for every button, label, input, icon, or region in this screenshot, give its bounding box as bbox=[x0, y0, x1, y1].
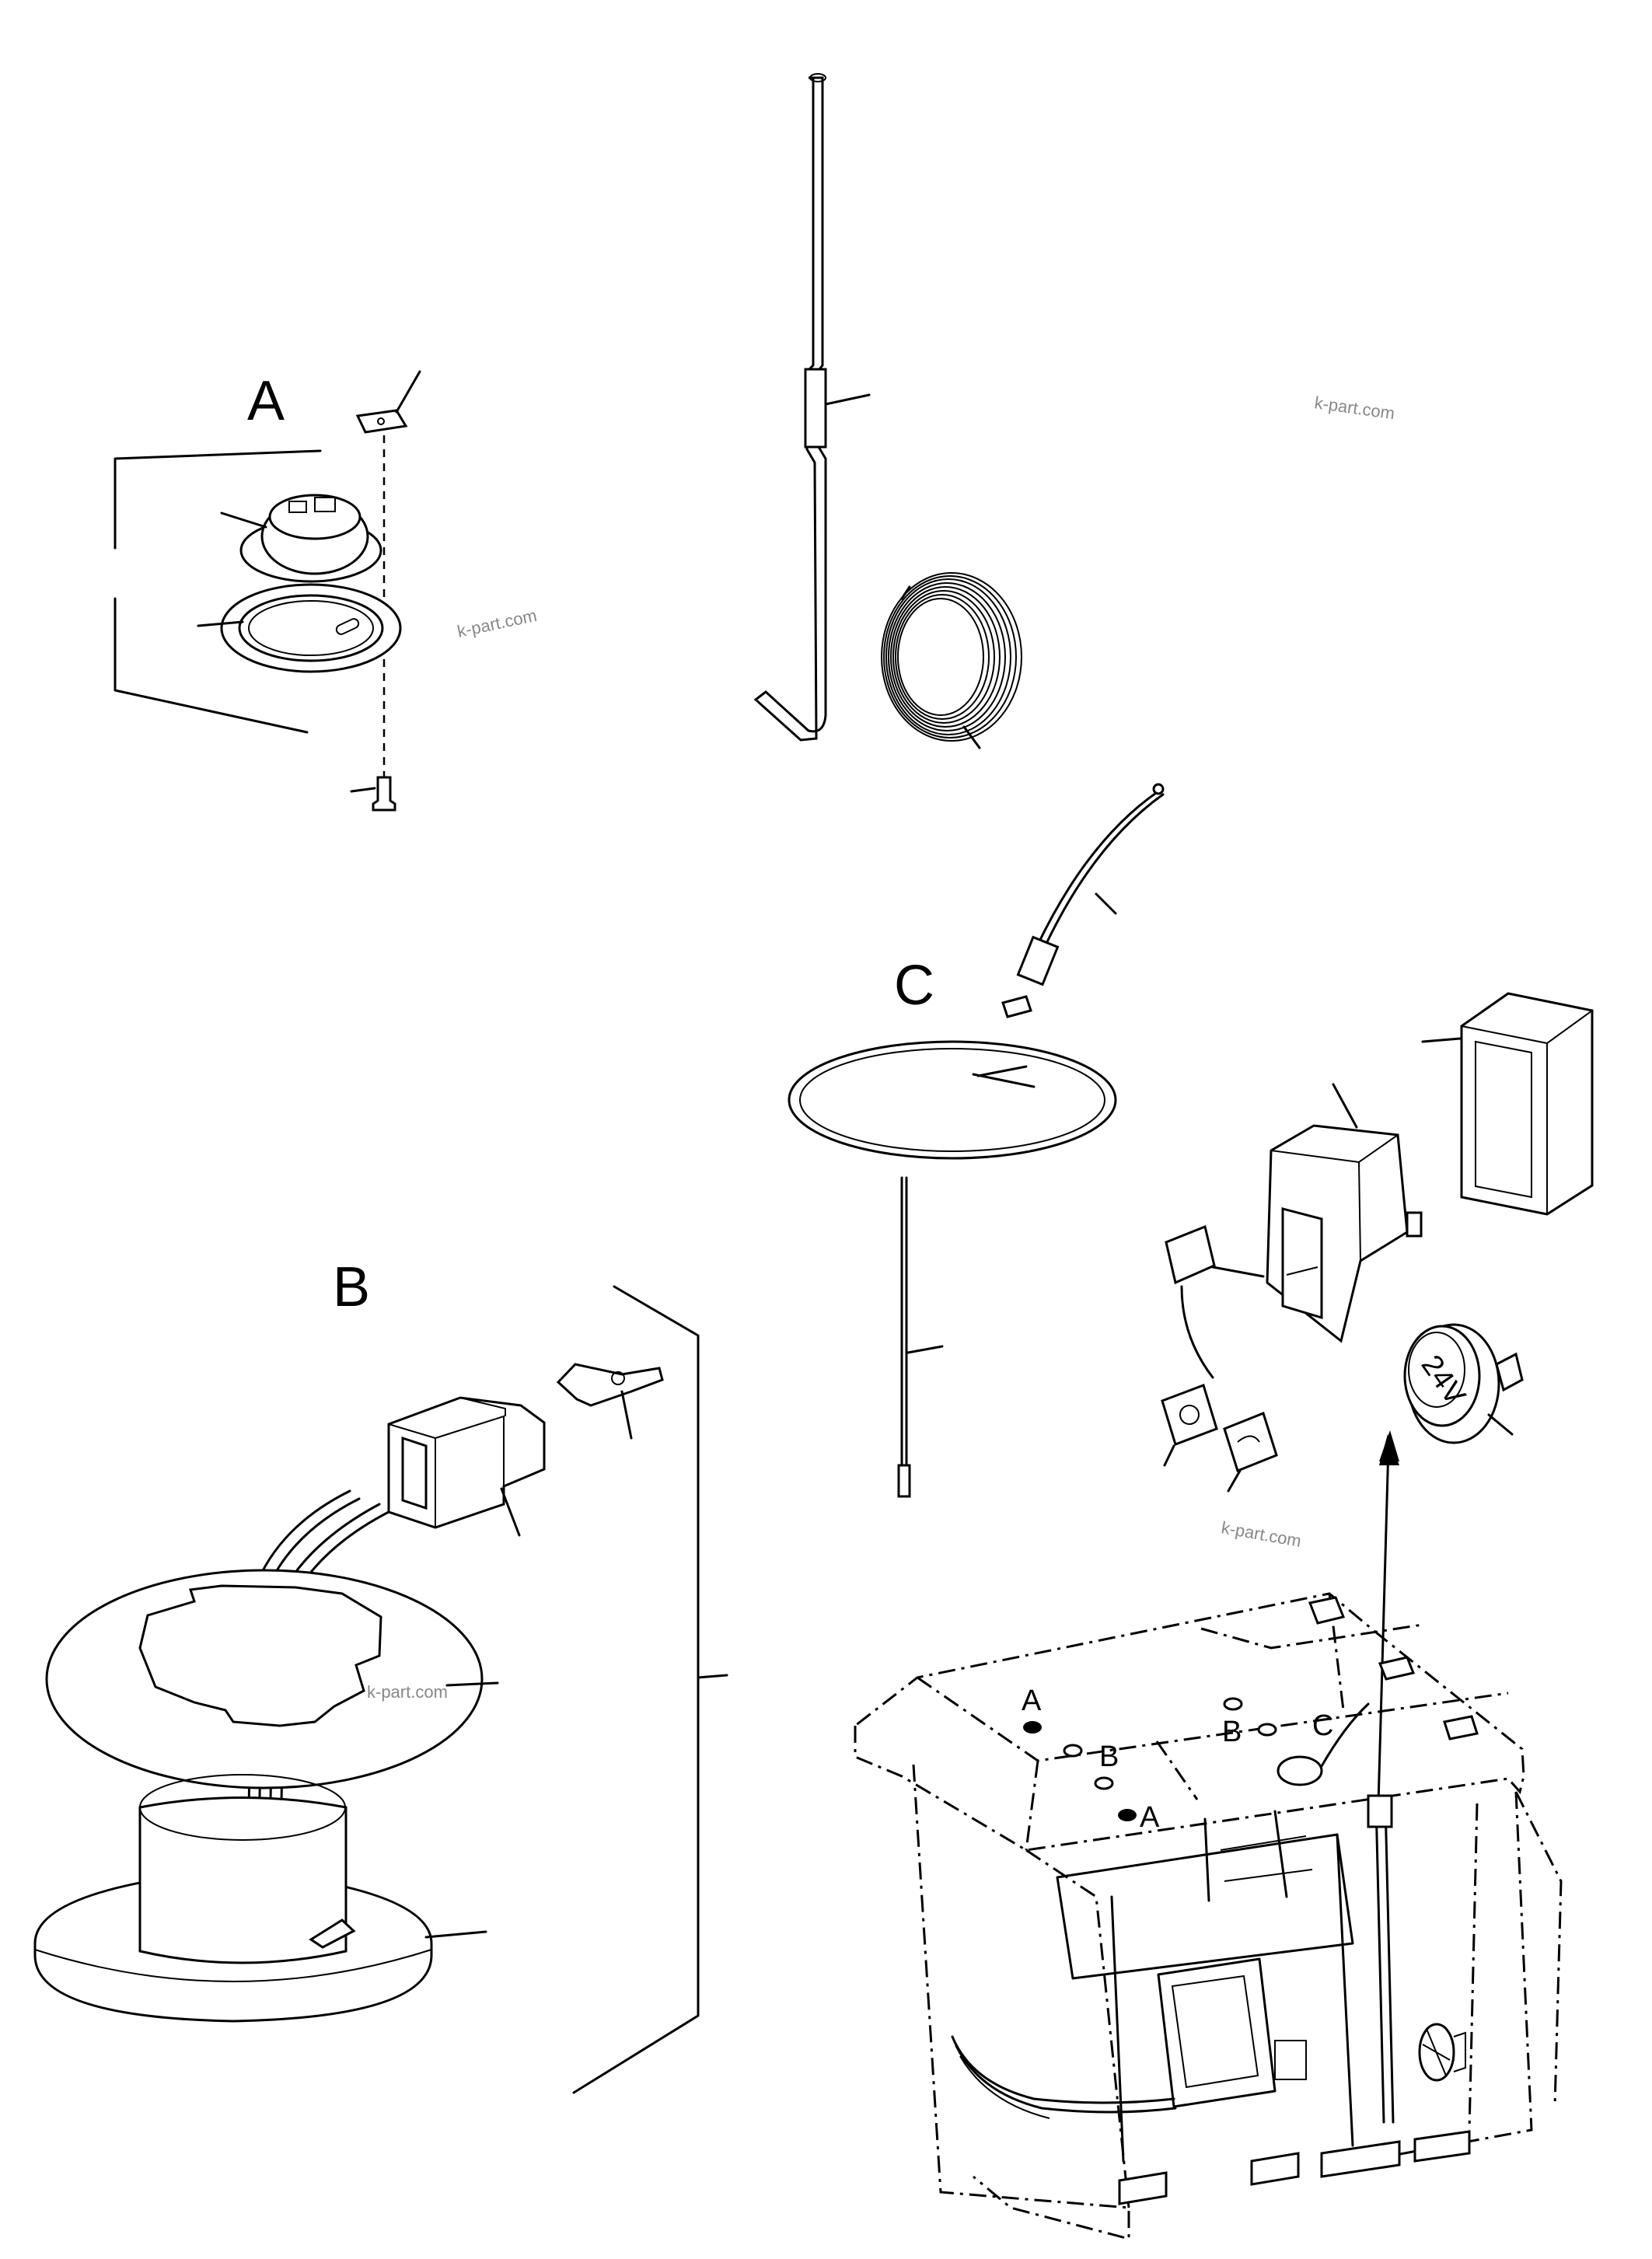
antenna-cable-coil bbox=[881, 572, 1022, 742]
leader-lens bbox=[1211, 1266, 1265, 1278]
marker-dot-b-left-1 bbox=[1063, 1744, 1083, 1758]
group-a-bracket bbox=[114, 449, 322, 734]
leader-grommet-plate bbox=[445, 1681, 499, 1687]
cab-console bbox=[1157, 1957, 1277, 2108]
cab-marker-b-left: B bbox=[1099, 1741, 1119, 1773]
symbol-tab-beam bbox=[1223, 1412, 1278, 1472]
leader-symbol-2 bbox=[1227, 1469, 1242, 1493]
ring-cable bbox=[788, 1040, 1117, 1160]
leader-connector bbox=[500, 1487, 521, 1537]
cab-rod bbox=[1374, 1802, 1395, 2124]
group-b-label: B bbox=[333, 1256, 370, 1318]
grommet-plate-cutout bbox=[138, 1584, 382, 1727]
watermark-3: k-part.com bbox=[1220, 1517, 1303, 1551]
cab-front-wall bbox=[912, 1764, 1130, 2240]
cab-foot-3 bbox=[1320, 2140, 1401, 2178]
leader-grommet-cup bbox=[424, 1930, 487, 1939]
marker-dot-b-left-2 bbox=[1094, 1776, 1114, 1790]
grommet-cup bbox=[138, 1796, 348, 1964]
cab-foot-2 bbox=[1250, 2152, 1300, 2186]
leader-ring-cable bbox=[972, 1073, 1036, 1088]
leader-whip bbox=[1095, 892, 1117, 915]
leader-switch bbox=[1332, 1083, 1358, 1129]
leader-bezel bbox=[1421, 1037, 1462, 1043]
leader-antenna-rod bbox=[824, 393, 871, 406]
marker-ring-c bbox=[1277, 1755, 1323, 1786]
speaker-terminal bbox=[288, 501, 307, 513]
marker-dot-a-front bbox=[1118, 1809, 1137, 1821]
connector-terminal bbox=[556, 1363, 664, 1407]
cab-marker-c: C bbox=[1312, 1709, 1333, 1742]
group-a-label: A bbox=[247, 370, 285, 432]
leader-symbol-1 bbox=[1163, 1444, 1175, 1467]
cab-frame-upper bbox=[1056, 1833, 1354, 1980]
marker-dot-a-top bbox=[1023, 1721, 1042, 1734]
cab-assembly: A B B A C bbox=[854, 1592, 1563, 2240]
cab-foot-1 bbox=[1118, 2171, 1168, 2205]
marker-dot-b-right-2 bbox=[1257, 1723, 1277, 1737]
watermark-2: k-part.com bbox=[1313, 393, 1395, 423]
group-b-bracket bbox=[572, 1285, 700, 2094]
watermark-4: k-part.com bbox=[367, 1682, 448, 1702]
roof-hatch-2 bbox=[1378, 1656, 1416, 1681]
cab-harness bbox=[951, 2035, 1175, 2104]
cab-marker-b-right: B bbox=[1222, 1716, 1242, 1748]
location-arrow bbox=[1377, 1444, 1390, 1805]
speaker-cap bbox=[268, 494, 361, 540]
antenna-rod-assembly: k-part.com bbox=[753, 73, 1396, 749]
cab-foot-4 bbox=[1413, 2130, 1471, 2163]
cab-panel bbox=[1274, 2040, 1307, 2080]
switch-terminal bbox=[1406, 1211, 1423, 1238]
symbol-tab-work-light bbox=[1161, 1384, 1218, 1446]
leader-clip-nut bbox=[395, 370, 421, 414]
cab-rod-clamp bbox=[1367, 1794, 1393, 1828]
marker-dot-b-right-1 bbox=[1223, 1697, 1243, 1711]
rocker-button bbox=[1281, 1207, 1323, 1320]
group-b-connector-assembly: B k-part.com bbox=[33, 1256, 728, 2094]
grommet-clip bbox=[309, 1919, 356, 1949]
antenna-coupler bbox=[804, 368, 827, 449]
switch-and-radio-parts: 24V k-part.com bbox=[1161, 992, 1594, 1805]
whip-mount bbox=[1001, 995, 1032, 1018]
roof-hatch-1 bbox=[1308, 1596, 1346, 1625]
whip-base-spring bbox=[1016, 935, 1060, 986]
cab-marker-a-front: A bbox=[1140, 1801, 1160, 1834]
leader-speaker bbox=[220, 512, 267, 529]
speaker-screw bbox=[372, 776, 396, 812]
connector-housing bbox=[387, 1396, 546, 1529]
roof-hatch-3 bbox=[1443, 1715, 1479, 1741]
group-c-label: C bbox=[894, 955, 934, 1017]
cab-roof bbox=[854, 1592, 1525, 1852]
cab-marker-a-top: A bbox=[1022, 1685, 1042, 1717]
leader-terminal bbox=[620, 1390, 633, 1440]
leader-cable-coil bbox=[962, 725, 981, 749]
clip-nut bbox=[355, 409, 408, 434]
leader-straight-rod bbox=[906, 1345, 944, 1354]
whip-antenna bbox=[1036, 790, 1160, 946]
leader-grille bbox=[197, 620, 244, 627]
switch-bezel bbox=[1460, 992, 1594, 1216]
group-c-antenna-kit: C bbox=[788, 783, 1165, 1498]
watermark-1: k-part.com bbox=[456, 606, 539, 641]
group-a-speaker-assembly: A k-part.com bbox=[114, 370, 539, 812]
switch-lens bbox=[1165, 1224, 1216, 1285]
leader-screw bbox=[350, 787, 376, 793]
leader-radio-knob bbox=[1487, 1413, 1514, 1436]
lens-alt-arc bbox=[1180, 1285, 1214, 1379]
